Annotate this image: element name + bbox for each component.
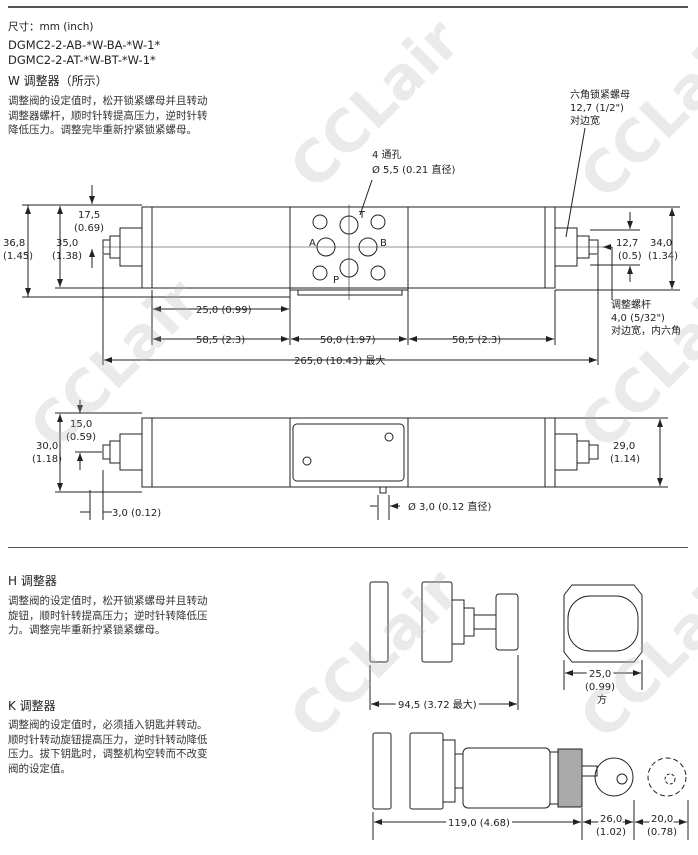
dim-15-0: 15,0: [70, 419, 92, 430]
units-label: 尺寸：mm (inch): [8, 21, 94, 33]
dim-3-0: 3,0 (0.12): [112, 508, 161, 519]
dim-35-0-in: (1.38): [52, 251, 82, 262]
dim-12-7: 12,7: [616, 238, 638, 249]
dim-58-5-right: 58,5 (2.3): [452, 335, 501, 346]
dim-36-8: 36,8: [3, 238, 25, 249]
dim-17-5-in: (0.69): [74, 223, 104, 234]
port-t-label: T: [358, 210, 366, 221]
section-divider: [8, 547, 688, 548]
dim-20: 20,0: [651, 814, 673, 825]
dim-30-0: 30,0: [36, 441, 58, 452]
dim-265-max: 265,0 (10.43) 最大: [294, 354, 385, 367]
dim-26-in: (1.02): [596, 827, 626, 838]
dim-30-0-in: (1.18): [32, 454, 62, 465]
port-a-label: A: [309, 238, 316, 249]
port-b-label: B: [380, 238, 387, 249]
dim-94-5: 94,5 (3.72 最大): [398, 698, 477, 711]
hole-label-2: Ø 5,5 (0.21 直径): [372, 163, 455, 176]
dim-25-0-h: 25,0: [589, 669, 611, 680]
top-rule: [8, 6, 688, 8]
h-section-text: 调整阀的设定值时，松开锁紧螺母并且转动旋钮，顺时针转提高压力；逆时针转降低压力。…: [8, 595, 208, 636]
h-adjuster-drawing: 94,5 (3.72 最大) 25,0 (0.99) 方: [369, 581, 643, 714]
valve-side-view: [102, 417, 599, 494]
h-section-title: H 调整器: [8, 574, 57, 588]
dim-25-0: 25,0 (0.99): [196, 305, 252, 316]
model-code-2: DGMC2-2-AT-*W-BT-*W-1*: [8, 53, 156, 67]
dim-25-0-h-in: (0.99): [585, 682, 615, 693]
dim-12-7-in: (0.5): [618, 251, 642, 262]
dim-119: 119,0 (4.68): [448, 818, 510, 829]
k-section-title: K 调整器: [8, 699, 56, 713]
dim-34-0-in: (1.34): [648, 251, 678, 262]
top-view-dimensions: 36,8 (1.45) 35,0 (1.38) 17,5 (0.69) 12,7…: [3, 88, 681, 367]
side-view-dimensions: 30,0 (1.18) 15,0 (0.59) 29,0 (1.14) 3,0 …: [32, 400, 668, 520]
dim-29-0: 29,0: [613, 441, 635, 452]
dim-20-in: (0.78): [647, 827, 677, 838]
dim-35-0: 35,0: [56, 238, 78, 249]
nut-label-3: 对边宽: [570, 114, 600, 127]
model-code-1: DGMC2-2-AB-*W-BA-*W-1*: [8, 38, 161, 52]
dim-29-0-in: (1.14): [610, 454, 640, 465]
dim-34-0: 34,0: [650, 238, 672, 249]
dim-17-5: 17,5: [78, 210, 100, 221]
w-section-text: 调整阀的设定值时，松开锁紧螺母并且转动调整器螺杆，顺时针转提高压力，逆时针转降低…: [8, 95, 208, 136]
nut-label-2: 12,7 (1/2"): [570, 103, 624, 114]
valve-top-view: A B P T: [102, 205, 610, 300]
w-section-title: W 调整器（所示）: [8, 74, 108, 88]
nut-label-1: 六角锁紧螺母: [570, 88, 630, 101]
screw-label-2: 4,0 (5/32"): [611, 313, 665, 324]
dim-36-8-in: (1.45): [3, 251, 33, 262]
k-section-text: 调整阀的设定值时，必须插入钥匙并转动。顺时针转动旋钮提高压力，逆时针转动降低压力…: [8, 719, 208, 775]
screw-label-3: 对边宽，内六角: [611, 324, 681, 337]
screw-label-1: 调整螺杆: [611, 298, 651, 311]
dim-pin-diameter: Ø 3,0 (0.12 直径): [408, 500, 491, 513]
k-adjuster-drawing: 119,0 (4.68) 26,0 (1.02) 20,0 (0.78): [372, 732, 689, 840]
dim-58-5-left: 58,5 (2.3): [196, 335, 245, 346]
dim-15-0-in: (0.59): [66, 432, 96, 443]
dim-26: 26,0: [600, 814, 622, 825]
dim-25-0-h-square: 方: [597, 693, 607, 706]
dim-50-0: 50,0 (1.97): [320, 335, 376, 346]
hole-label-1: 4 通孔: [372, 149, 402, 161]
port-p-label: P: [333, 275, 339, 286]
